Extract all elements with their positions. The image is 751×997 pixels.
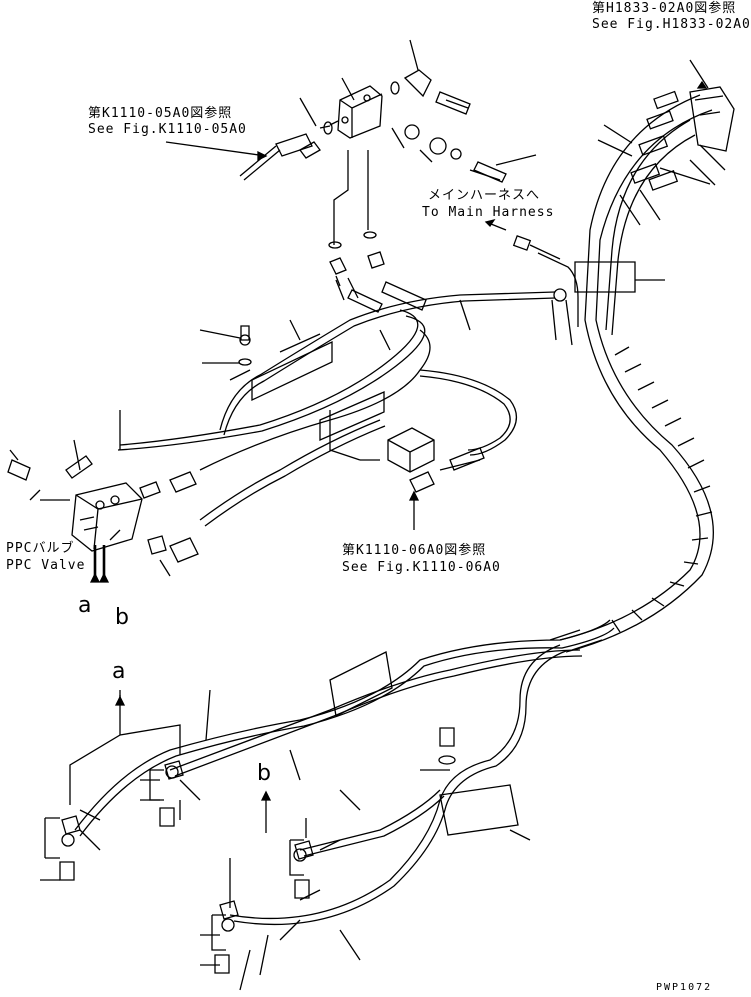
middle-hoses	[118, 292, 555, 526]
marker-a-lower: a	[112, 659, 126, 684]
ref-k1110-05-en: See Fig.K1110-05A0	[88, 122, 247, 137]
top-connector-block	[690, 87, 734, 151]
ppc-valve-en: PPC Valve	[6, 558, 86, 573]
ref-k1110-06-en: See Fig.K1110-06A0	[342, 560, 501, 575]
harness-en: To Main Harness	[422, 205, 555, 220]
marker-b-lower: b	[257, 761, 271, 786]
marker-a-upper: a	[78, 593, 92, 618]
ref-h1833-jp: 第H1833-02A0図参照	[592, 1, 737, 16]
lower-block	[388, 428, 484, 530]
ref-k1110-06-jp: 第K1110-06A0図参照	[342, 543, 487, 558]
right-hose-bundle	[560, 50, 734, 652]
ppc-valve	[8, 440, 198, 582]
marker-b-upper: b	[115, 605, 129, 630]
drawing-code: PWP1072	[656, 982, 713, 993]
ref-h1833-en: See Fig.H1833-02A0	[592, 17, 751, 32]
top-fitting-cluster	[166, 40, 536, 248]
lower-hoses	[40, 620, 614, 990]
valve-block	[338, 86, 382, 138]
ref-k1110-05-jp: 第K1110-05A0図参照	[88, 106, 233, 121]
harness-jp: メインハーネスへ	[428, 188, 541, 203]
ppc-valve-jp: PPCバルブ	[6, 541, 75, 556]
middle-fittings	[330, 220, 578, 345]
